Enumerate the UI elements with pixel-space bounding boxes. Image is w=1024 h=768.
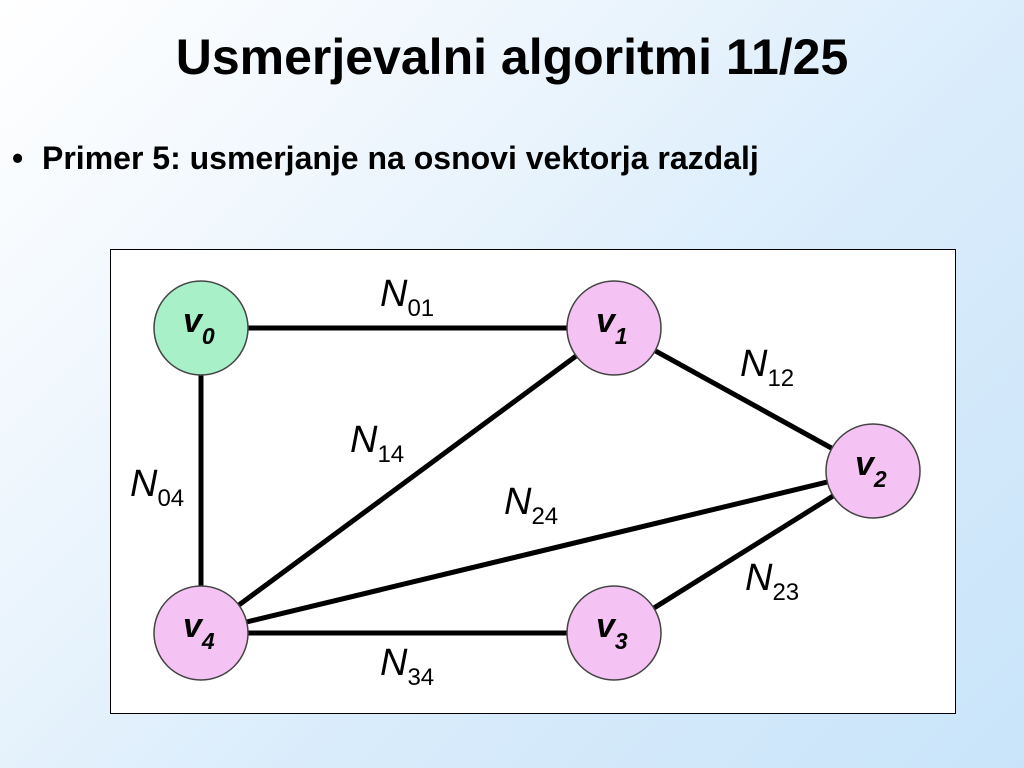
- node-v0: v0: [153, 280, 249, 376]
- edge-label-v0-v4: N04: [130, 463, 184, 512]
- edge-v4-v2: [198, 468, 876, 636]
- node-v4: v4: [153, 585, 249, 681]
- bullet-text: Primer 5: usmerjanje na osnovi vektorja …: [42, 140, 759, 176]
- bullet-item: • Primer 5: usmerjanje na osnovi vektorja…: [12, 140, 759, 177]
- edge-label-v1-v2: N12: [740, 343, 794, 392]
- edge-label-v3-v2: N23: [745, 557, 799, 606]
- node-label-v2: v2: [855, 445, 887, 492]
- node-v2: v2: [825, 423, 921, 519]
- nodes-layer: v0 v1 v2 v3 v4: [153, 280, 921, 681]
- node-v3: v3: [566, 585, 662, 681]
- node-label-v4: v4: [183, 607, 215, 654]
- node-circle-v1: [566, 280, 662, 376]
- edge-label-v4-v2: N24: [504, 481, 558, 530]
- node-circle-v0: [153, 280, 249, 376]
- node-label-v3: v3: [596, 607, 628, 654]
- edge-v1-v4: [198, 325, 617, 636]
- edge-label-v0-v1: N01: [380, 273, 434, 322]
- bullet-dot: •: [12, 140, 24, 176]
- edge-v1-v2: [611, 325, 876, 474]
- edge-v3-v2: [611, 468, 876, 636]
- node-circle-v3: [566, 585, 662, 681]
- node-v1: v1: [566, 280, 662, 376]
- node-label-v0: v0: [183, 302, 215, 349]
- edge-label-v4-v3: N34: [380, 642, 434, 691]
- node-circle-v4: [153, 585, 249, 681]
- node-label-v1: v1: [596, 302, 628, 349]
- slide-title: Usmerjevalni algoritmi 11/25: [175, 29, 849, 85]
- edge-label-v1-v4: N14: [350, 419, 404, 468]
- node-circle-v2: [825, 423, 921, 519]
- edges-layer: [198, 325, 876, 636]
